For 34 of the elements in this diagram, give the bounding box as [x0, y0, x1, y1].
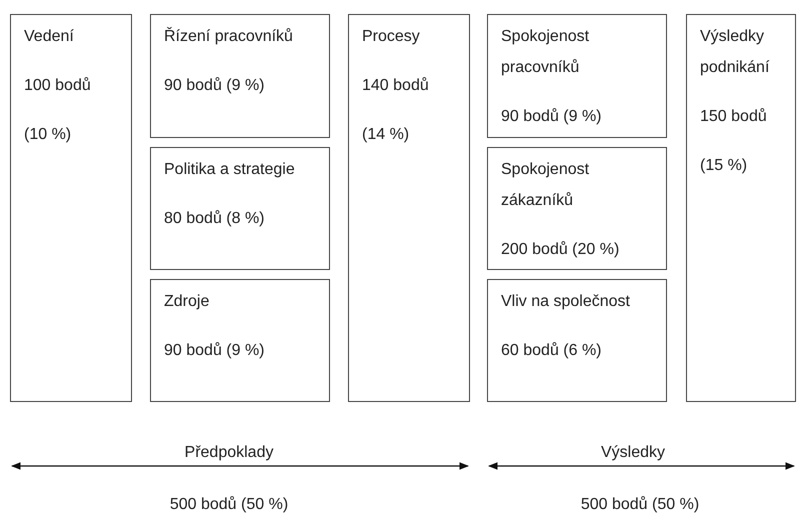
category-title: Politika a strategie: [164, 160, 295, 180]
points-text: (14 %): [362, 125, 410, 145]
category-title: Spokojenost pracovníků: [501, 27, 590, 78]
points-text: 60 bodů (6 %): [501, 341, 602, 361]
category-box: [150, 14, 330, 138]
points-text: 100 bodů: [24, 76, 91, 96]
category-box: [348, 14, 470, 402]
points-text: 140 bodů: [362, 76, 429, 96]
category-title: Procesy: [362, 27, 420, 47]
category-title: Spokojenost zákazníků: [501, 160, 590, 211]
category-title: Zdroje: [164, 292, 210, 312]
points-text: 90 bodů (9 %): [501, 107, 602, 127]
category-title: Vliv na společnost: [501, 292, 630, 312]
category-box: [150, 147, 330, 270]
points-text: 200 bodů (20 %): [501, 240, 620, 260]
points-text: 80 bodů (8 %): [164, 209, 265, 229]
points-total: 500 bodů (50 %): [580, 495, 700, 515]
group-label: Předpoklady: [184, 443, 274, 463]
group-label: Výsledky: [600, 443, 666, 463]
category-box: [10, 14, 132, 402]
category-box: [487, 147, 667, 270]
category-box: [487, 279, 667, 402]
category-title: Vedení: [24, 27, 74, 47]
points-text: 150 bodů: [700, 107, 767, 127]
points-text: (15 %): [700, 156, 748, 176]
points-total: 500 bodů (50 %): [170, 495, 288, 515]
category-box: [150, 279, 330, 402]
category-title: Řízení pracovníků: [164, 26, 293, 47]
points-text: 90 bodů (9 %): [164, 341, 265, 361]
category-box: [686, 14, 796, 402]
points-text: (10 %): [24, 125, 72, 145]
category-title: Výsledky podnikání: [700, 27, 770, 78]
category-box: [487, 14, 667, 138]
points-text: 90 bodů (9 %): [164, 76, 265, 96]
